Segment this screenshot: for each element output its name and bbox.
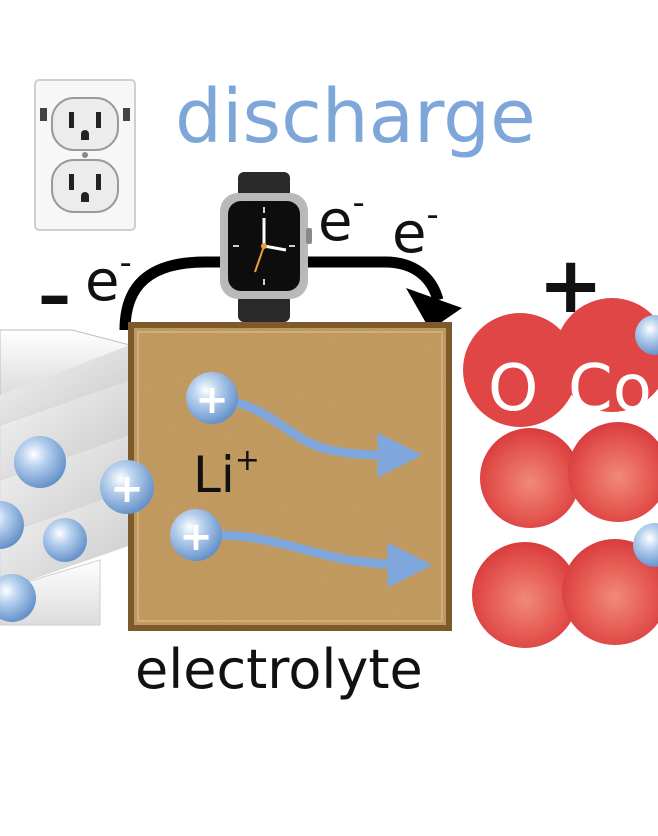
cathode-cobalt-oxide <box>463 298 658 648</box>
external-circuit-wire <box>119 256 462 331</box>
lithium-ion-label: Li+ <box>193 443 260 504</box>
lithium-ion-lower: + <box>170 509 222 561</box>
lithium-ion-interface: + <box>100 460 154 514</box>
svg-text:+: + <box>110 466 144 512</box>
diagram-title: discharge <box>175 74 536 160</box>
electron-label-top-1: e- <box>318 183 365 254</box>
electrolyte-label: electrolyte <box>135 638 423 701</box>
anode-graphite-layers <box>0 329 131 626</box>
electrolyte-block <box>128 322 452 631</box>
electron-label-top-2: e- <box>392 195 439 266</box>
ion-migration-arrow-upper <box>200 393 423 478</box>
svg-text:+: + <box>195 377 229 423</box>
negative-terminal-sign: – <box>38 257 71 334</box>
smartwatch-icon <box>220 172 312 322</box>
ion-migration-arrow-lower <box>195 530 433 588</box>
svg-text:+: + <box>179 514 213 560</box>
lithium-ion-upper: + <box>186 372 238 424</box>
cathode-cobalt-label: Co <box>568 352 652 426</box>
cathode-oxygen-label: O <box>488 352 538 426</box>
wall-outlet-icon <box>34 79 136 231</box>
electron-label-anode: e- <box>85 243 132 314</box>
